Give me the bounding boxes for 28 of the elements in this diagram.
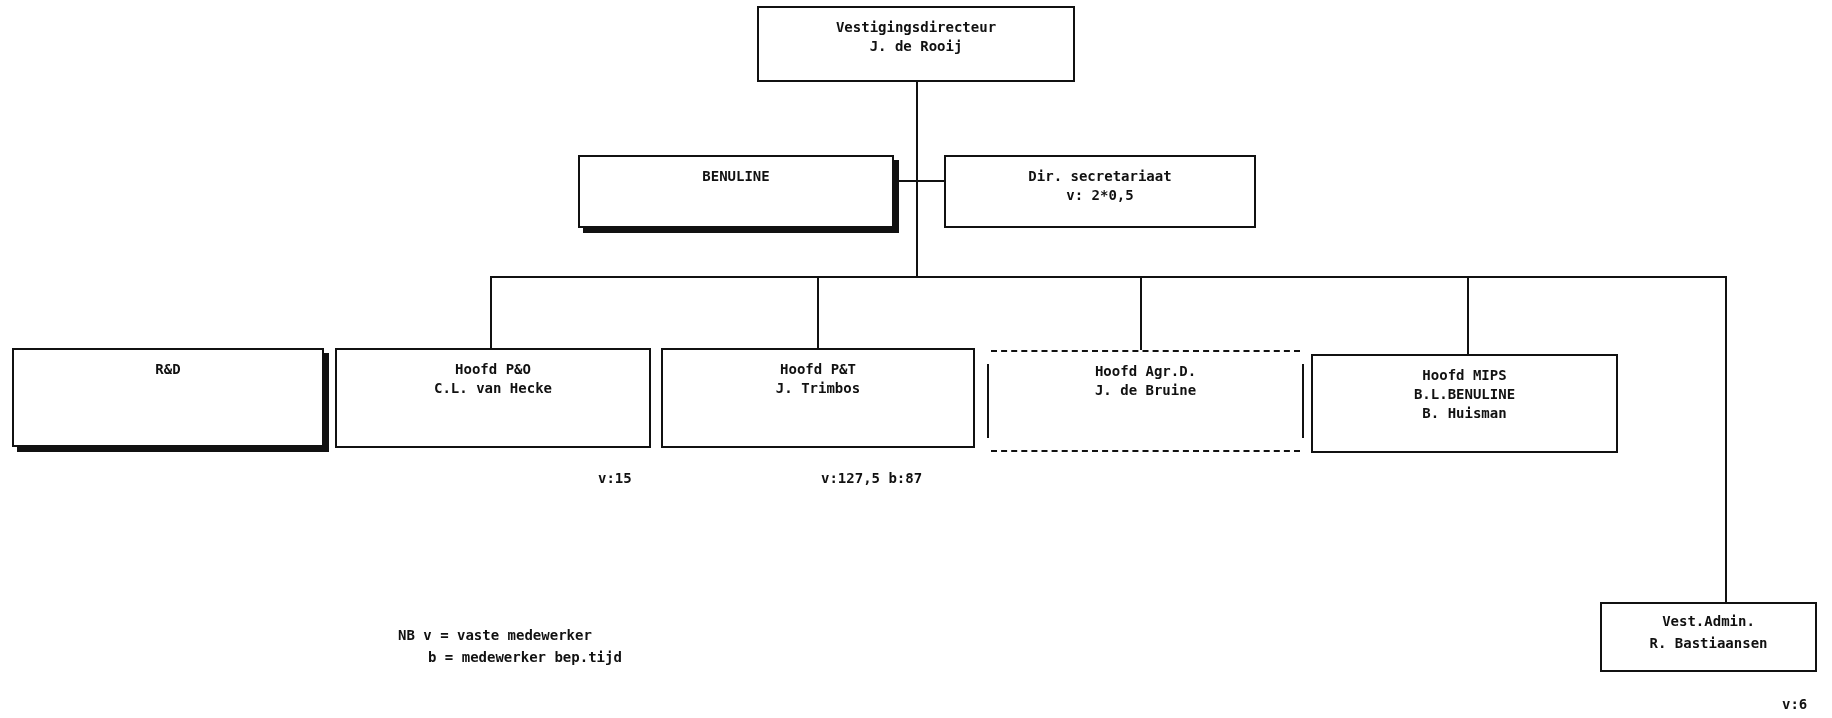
org-box bbox=[661, 348, 975, 448]
box-text: v: 2*0,5 bbox=[1066, 186, 1134, 205]
org-box bbox=[1600, 602, 1817, 672]
box-text: B. Huisman bbox=[1422, 404, 1507, 423]
box-text: Vest.Admin. bbox=[1662, 612, 1755, 631]
box-text: Hoofd MIPS bbox=[1422, 366, 1507, 385]
box-text: Vestigingsdirecteur bbox=[835, 18, 997, 37]
box-text: B.L.BENULINE bbox=[1413, 385, 1516, 404]
legend-note: NB v = vaste medewerker bbox=[398, 627, 592, 643]
box-text: J. de Rooij bbox=[869, 37, 963, 56]
box-text: BENULINE bbox=[702, 167, 770, 186]
org-box bbox=[1311, 354, 1618, 453]
box-text: R&D bbox=[155, 360, 181, 379]
box-text: Hoofd P&O bbox=[455, 360, 531, 379]
staff-count-note: v:127,5 b:87 bbox=[821, 470, 923, 486]
box-text: Dir. secretariaat bbox=[1028, 167, 1172, 186]
staff-count-note: v:15 bbox=[598, 470, 632, 486]
staff-count-note: v:6 bbox=[1782, 696, 1808, 712]
box-text: J. Trimbos bbox=[775, 379, 861, 398]
legend-note: b = medewerker bep.tijd bbox=[428, 649, 622, 665]
org-box bbox=[944, 155, 1256, 228]
box-text: Hoofd Agr.D. bbox=[1094, 362, 1197, 381]
org-box bbox=[757, 6, 1075, 82]
box-text: R. Bastiaansen bbox=[1649, 634, 1768, 653]
box-text: Hoofd P&T bbox=[780, 360, 856, 379]
box-text: J. de Bruine bbox=[1094, 381, 1197, 400]
box-text: C.L. van Hecke bbox=[434, 379, 552, 398]
org-box bbox=[335, 348, 651, 448]
